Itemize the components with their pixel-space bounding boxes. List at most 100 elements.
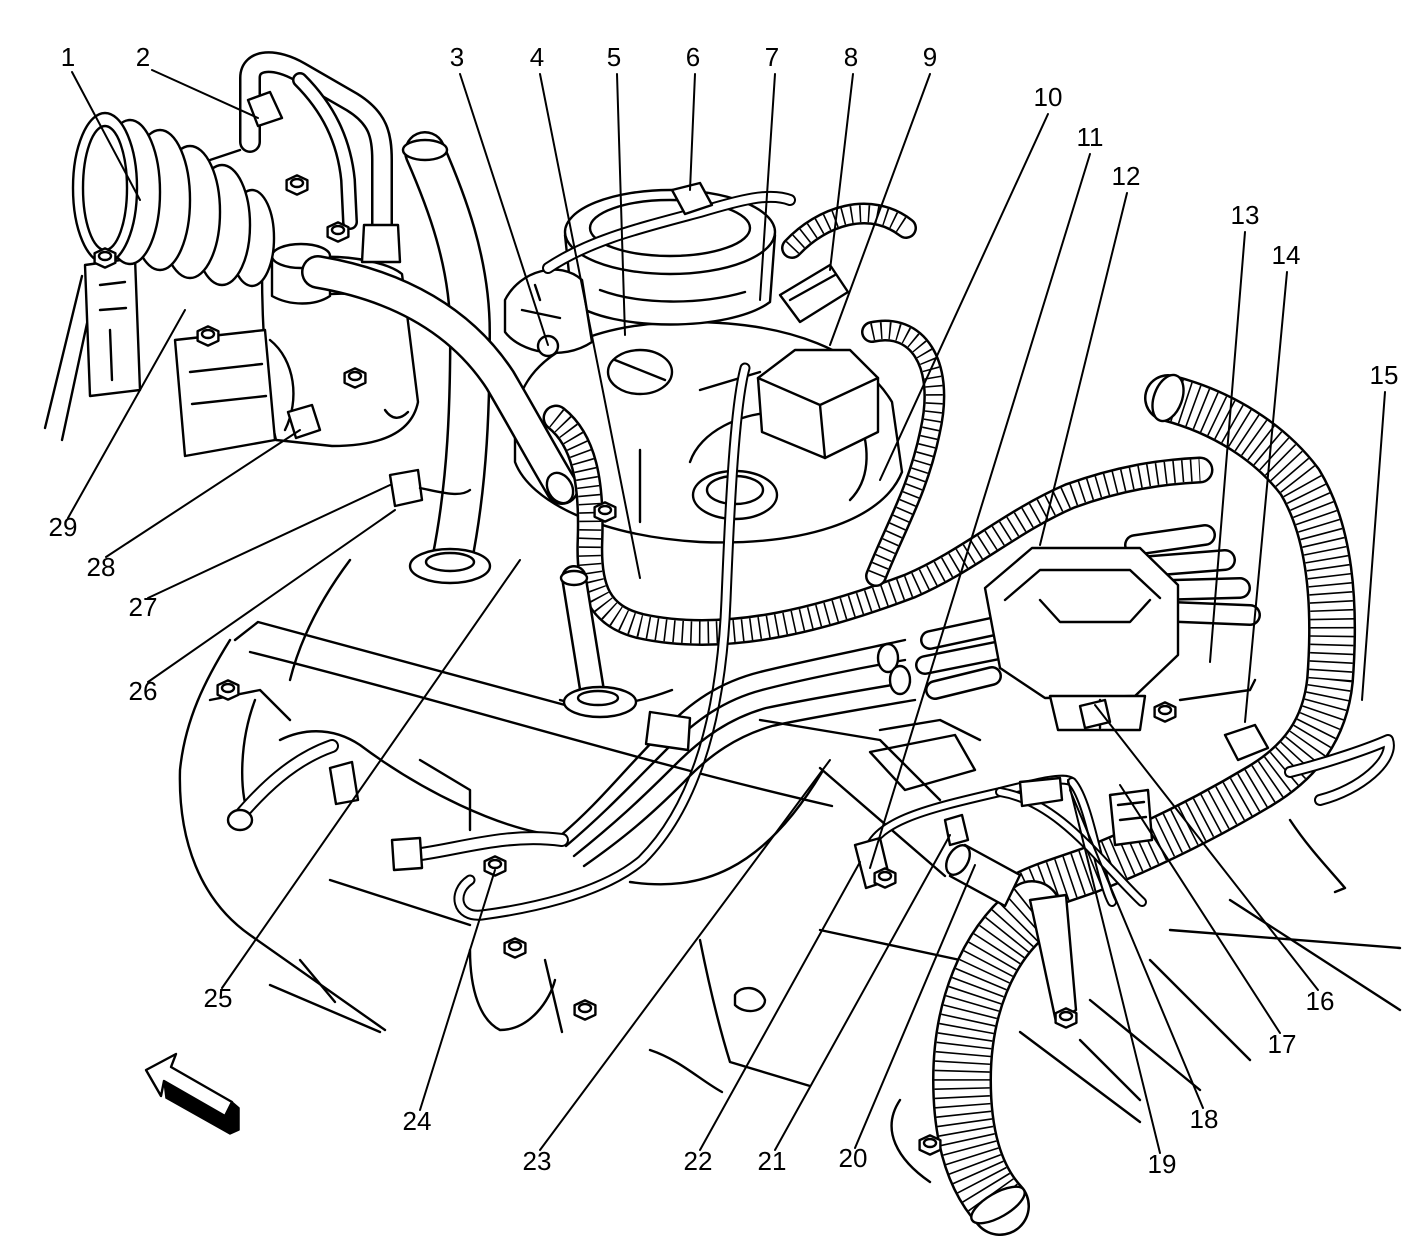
engine-block-outline-stroke	[248, 650, 834, 808]
distributor-stroke	[1003, 568, 1162, 602]
callout-label-13: 13	[1231, 200, 1260, 230]
vacuum-hoses	[250, 62, 402, 264]
callout-label-22: 22	[684, 1146, 713, 1176]
crankcase-vent-pipe	[401, 140, 492, 585]
engine-block-outline-stroke	[1018, 1030, 1142, 1124]
air-hose-stroke	[545, 471, 575, 505]
spark-plug-wires-stroke	[876, 642, 900, 674]
left-engine-mount-stroke	[43, 274, 84, 430]
distributor-stroke	[1038, 598, 1152, 624]
engine-block-outline-stroke	[1088, 998, 1202, 1092]
leader-lines-stroke	[105, 429, 301, 558]
leader-lines-stroke	[71, 71, 141, 201]
leader-lines-stroke	[616, 73, 626, 336]
air-cleaner-duct	[71, 111, 332, 305]
callout-label-23: 23	[523, 1146, 552, 1176]
left-engine-mount-stroke	[98, 280, 128, 382]
electrical-connectors	[246, 90, 1270, 908]
crankcase-vent-pipe-stroke	[424, 551, 476, 573]
electrical-connectors-stroke	[756, 376, 880, 460]
callout-label-10: 10	[1034, 82, 1063, 112]
engine-block-outline	[178, 558, 1402, 1184]
leader-lines-stroke	[1067, 779, 1161, 1154]
leader-lines-stroke	[759, 73, 776, 301]
connector-5	[606, 348, 674, 396]
leader-lines-stroke	[1119, 784, 1281, 1034]
engine-block-outline-stroke	[298, 958, 337, 1004]
wiring-harness-right-stroke	[1151, 373, 1185, 423]
engine-block-outline-stroke	[1228, 898, 1402, 1012]
callout-labels: 1 2 3 4 5 6 7 8 9 10 11 12 13 14 15 16 1…	[49, 42, 1399, 1179]
leader-lines-stroke	[147, 484, 391, 599]
spark-plug-wires	[278, 638, 917, 868]
spark-plug-boot	[559, 569, 638, 719]
engine-block-outline-stroke	[178, 638, 387, 1032]
leader-lines-stroke	[774, 834, 951, 1151]
lower-left-lines-stroke	[390, 836, 424, 872]
wiring-harness-right-stroke	[1288, 818, 1347, 894]
engine-block-outline-stroke	[868, 733, 977, 792]
lower-radiator-hose-stroke	[970, 1185, 1026, 1225]
callout-label-2: 2	[136, 42, 150, 72]
lower-left-lines-stroke	[226, 808, 254, 832]
callout-label-15: 15	[1370, 360, 1399, 390]
electrical-connectors-stroke	[613, 358, 667, 382]
sensor-28	[286, 403, 322, 440]
sensor-bracket-stroke	[173, 328, 277, 458]
callout-label-16: 16	[1306, 986, 1335, 1016]
engine-block-outline-stroke	[758, 718, 942, 802]
engine-block-outline-stroke	[543, 958, 564, 1034]
sensor-21	[943, 813, 970, 847]
leader-lines-stroke	[829, 73, 931, 346]
leader-lines-stroke	[419, 869, 496, 1111]
distributor-stroke	[1135, 535, 1205, 545]
lower-left-lines-stroke	[238, 746, 332, 818]
leader-lines-stroke	[854, 864, 976, 1149]
intake-manifold-stroke	[698, 370, 762, 392]
callout-label-28: 28	[87, 552, 116, 582]
leader-lines-stroke	[1361, 391, 1386, 701]
engine-block-outline-stroke	[818, 766, 947, 878]
leader-lines-stroke	[1039, 192, 1128, 546]
callout-label-8: 8	[844, 42, 858, 72]
callout-label-20: 20	[839, 1143, 868, 1173]
callout-label-29: 29	[49, 512, 78, 542]
leader-lines-stroke	[539, 759, 831, 1151]
callout-label-18: 18	[1190, 1104, 1219, 1134]
connector-14	[1223, 723, 1270, 762]
leader-lines-stroke	[147, 509, 396, 683]
bolt-face	[97, 250, 113, 262]
connector-27	[388, 468, 424, 508]
distributor-stroke	[1150, 560, 1225, 566]
bolt-face	[487, 858, 503, 870]
leader-lines-stroke	[689, 73, 696, 191]
callout-label-19: 19	[1148, 1149, 1177, 1179]
engine-block-outline-stroke	[1148, 958, 1252, 1062]
electrical-connectors-stroke	[788, 273, 837, 302]
engine-block-outline-stroke	[268, 983, 382, 1034]
bolt-face	[220, 682, 236, 694]
leader-lines-stroke	[459, 73, 549, 346]
engine-block-outline-stroke	[233, 620, 567, 707]
callout-label-21: 21	[758, 1146, 787, 1176]
callout-label-7: 7	[765, 42, 779, 72]
callout-label-9: 9	[923, 42, 937, 72]
leader-lines-stroke	[221, 559, 521, 989]
engine-block-outline-stroke	[288, 558, 352, 682]
bolt-face	[289, 177, 305, 189]
air-hose	[318, 272, 578, 508]
leader-lines-stroke	[1094, 704, 1319, 991]
callout-label-17: 17	[1268, 1029, 1297, 1059]
sensor-bracket	[173, 328, 295, 458]
lower-left-lines-stroke	[328, 760, 360, 806]
bolt-heads	[93, 174, 1177, 1156]
engine-block-outline-stroke	[648, 1048, 724, 1094]
air-cleaner-duct-stroke	[208, 148, 242, 162]
spark-plug-boot-stroke	[559, 569, 589, 587]
spark-plug-wires-stroke	[278, 730, 562, 838]
spark-plug-wires-stroke	[564, 658, 907, 848]
leader-lines-stroke	[1069, 789, 1204, 1109]
leader-lines-stroke	[829, 73, 854, 271]
callout-label-12: 12	[1112, 161, 1141, 191]
wiring-harness-top-stroke	[792, 214, 906, 248]
